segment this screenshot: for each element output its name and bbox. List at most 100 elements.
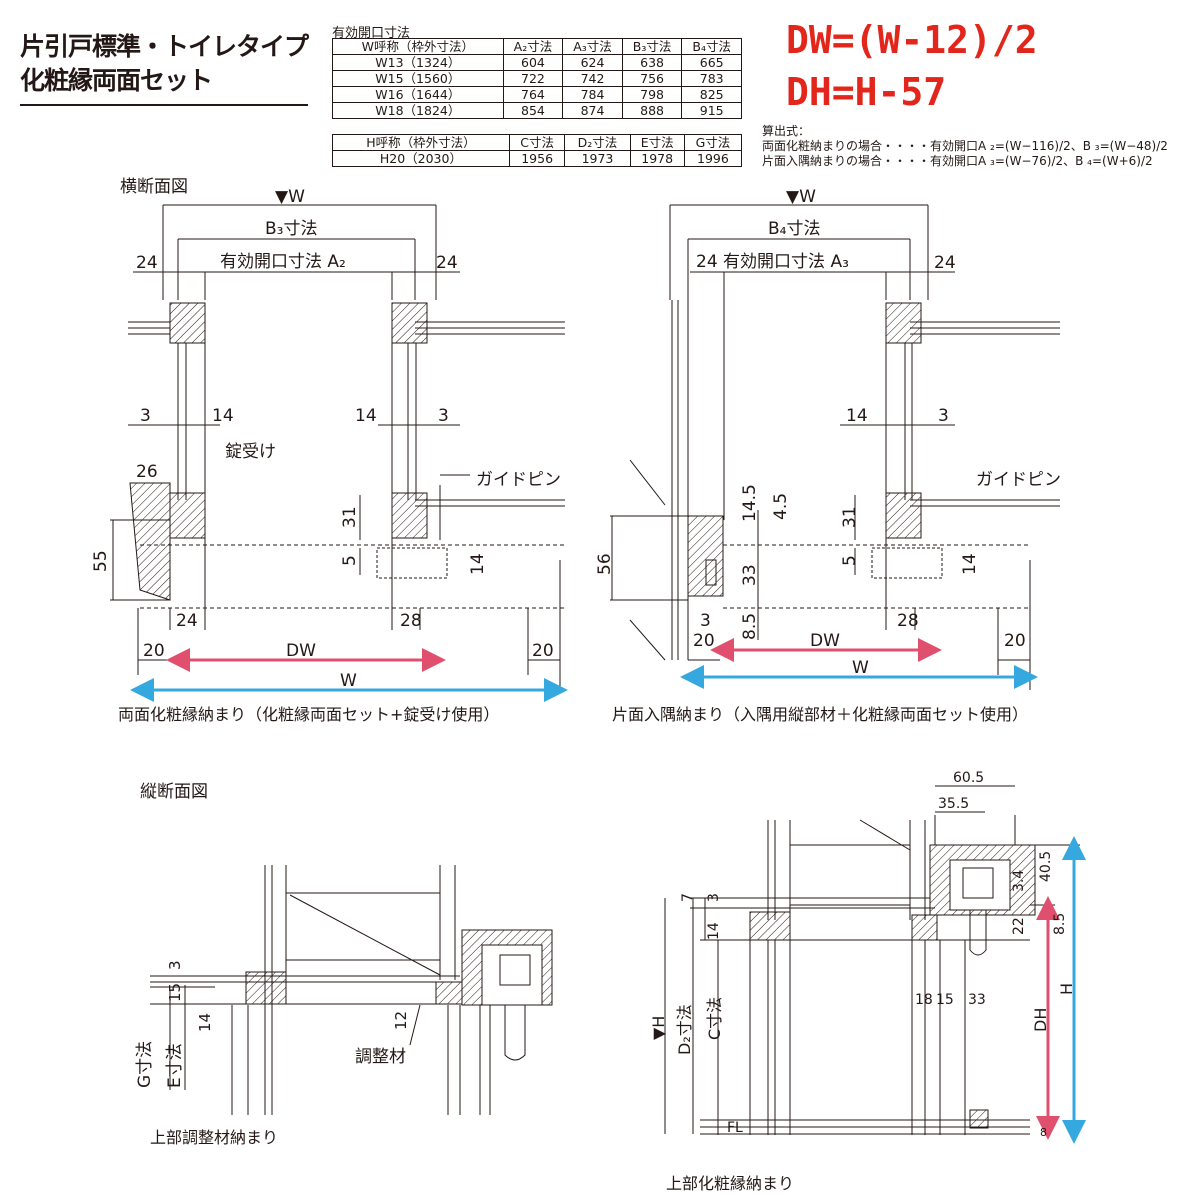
title-line-2: 化粧縁両面セット xyxy=(20,66,213,95)
rp-d31: 31 xyxy=(840,506,860,528)
table-header: B₄寸法 xyxy=(681,38,742,55)
rs-d14: 14 xyxy=(706,922,722,940)
lp-d3b: 3 xyxy=(438,406,449,426)
rp-d145: 14.5 xyxy=(740,484,760,522)
table-cell: 742 xyxy=(562,70,623,87)
rp-d3: 3 xyxy=(938,406,949,426)
rs-d405: 40.5 xyxy=(1038,851,1054,882)
table-row: W16（1644） 764 784 798 825 xyxy=(332,86,742,103)
lp-d31: 31 xyxy=(340,506,360,528)
table-header-row: W呼称（枠外寸法） A₂寸法 A₃寸法 B₃寸法 B₄寸法 xyxy=(332,38,742,55)
table-header: C寸法 xyxy=(508,134,566,151)
table-cell: 874 xyxy=(562,102,623,119)
rp-d24b: 24 xyxy=(934,253,956,273)
left-plan-caption: 両面化粧縁納まり（化粧縁両面セット+錠受け使用） xyxy=(118,705,500,724)
lp-b-label: B₃寸法 xyxy=(265,219,317,239)
left-section-labels: 3 15 14 12 G寸法 E寸法 調整材 xyxy=(135,960,410,1088)
width-spec-table: W呼称（枠外寸法） A₂寸法 A₃寸法 B₃寸法 B₄寸法 W13（1324） … xyxy=(332,38,742,119)
table-cell: 798 xyxy=(621,86,683,103)
rp-d14: 14 xyxy=(846,406,868,426)
rs-d355: 35.5 xyxy=(938,796,969,812)
right-plan-labels: ▼W B₄寸法 24 有効開口寸法 A₃ 24 14 3 ガイドピン 3 28 … xyxy=(595,187,1061,678)
right-section-drawing xyxy=(664,785,1080,1135)
height-spec-table: H呼称（枠外寸法） C寸法 D₂寸法 E寸法 G寸法 H20（2030） 195… xyxy=(332,134,743,167)
table-cell: 854 xyxy=(502,102,564,119)
rs-d33: 33 xyxy=(968,992,986,1008)
rs-d85: 8.5 xyxy=(1052,913,1068,935)
rp-d20b: 20 xyxy=(1004,631,1026,651)
table-header: A₃寸法 xyxy=(562,38,623,55)
rp-d28: 28 xyxy=(897,611,919,631)
dw-formula: DW=(W-12)/2 xyxy=(786,18,1038,62)
horizontal-section-label: 横断面図 xyxy=(120,177,188,197)
lp-d5: 5 xyxy=(340,555,360,566)
ls-e: E寸法 xyxy=(165,1043,185,1088)
lp-d3a: 3 xyxy=(140,406,151,426)
table-header: B₃寸法 xyxy=(621,38,683,55)
ls-d15: 15 xyxy=(166,983,184,1002)
vertical-section-label: 縦断面図 xyxy=(140,782,208,802)
title-divider xyxy=(20,104,308,106)
section-headings: 横断面図 縦断面図 xyxy=(120,177,208,802)
ls-d12: 12 xyxy=(392,1011,410,1030)
rp-d33: 33 xyxy=(740,564,760,586)
table-cell: 915 xyxy=(681,102,742,119)
rs-d7: 7 xyxy=(680,893,696,902)
table-cell: 624 xyxy=(562,54,623,71)
rp-d3b: 3 xyxy=(700,611,711,631)
calc-heading: 算出式： xyxy=(762,124,811,138)
lp-d20b: 20 xyxy=(532,641,554,661)
table-cell: 888 xyxy=(621,102,683,119)
left-plan-labels: ▼W B₃寸法 有効開口寸法 A₂ 24 24 3 14 14 3 錠受け ガイ… xyxy=(91,187,561,691)
table-cell: H20（2030） xyxy=(332,150,510,167)
table-header: D₂寸法 xyxy=(564,134,631,151)
table-row: H20（2030） 1956 1973 1978 1996 xyxy=(332,150,743,167)
rs-hh: H xyxy=(1057,983,1076,995)
rs-fl: FL xyxy=(727,1120,743,1136)
rs-d15: 15 xyxy=(936,992,954,1008)
calc-line-2: 片面入隅納まりの場合・・・・有効開口A ₃=(W−76)/2、B ₄=(W+6)… xyxy=(762,154,1153,168)
table-cell: W15（1560） xyxy=(332,70,504,87)
rp-a-label: 24 有効開口寸法 A₃ xyxy=(696,252,849,272)
table-cell: W18（1824） xyxy=(332,102,504,119)
table-header: W呼称（枠外寸法） xyxy=(332,38,504,55)
rp-d20a: 20 xyxy=(693,631,715,651)
ls-adjust: 調整材 xyxy=(355,1047,406,1067)
table-cell: W13（1324） xyxy=(332,54,504,71)
title-line-1: 片引戸標準・トイレタイプ xyxy=(20,32,309,61)
rp-w: W xyxy=(852,658,869,678)
table-header: A₂寸法 xyxy=(502,38,564,55)
table-cell: 783 xyxy=(681,70,742,87)
rs-d605: 60.5 xyxy=(953,770,984,786)
lp-lock: 錠受け xyxy=(225,442,276,462)
table-cell: 784 xyxy=(562,86,623,103)
rs-d8: 8 xyxy=(1040,1126,1047,1139)
dh-formula: DH=H-57 xyxy=(786,70,947,114)
rp-guide: ガイドピン xyxy=(976,470,1061,490)
rs-dh: DH xyxy=(1031,1008,1050,1032)
rp-d56: 56 xyxy=(595,553,615,575)
table-row: W18（1824） 854 874 888 915 xyxy=(332,102,742,119)
ls-d14: 14 xyxy=(196,1013,214,1032)
left-section-drawing xyxy=(150,865,553,1115)
lp-d14b: 14 xyxy=(355,406,377,426)
right-plan-caption: 片面入隅納まり（入隅用縦部材＋化粧縁両面セット使用） xyxy=(612,705,1029,724)
lp-d24a: 24 xyxy=(136,253,158,273)
rp-b-label: B₄寸法 xyxy=(768,219,820,239)
lp-w-top: ▼W xyxy=(275,187,305,207)
table-header-row: H呼称（枠外寸法） C寸法 D₂寸法 E寸法 G寸法 xyxy=(332,134,743,151)
rp-w-top: ▼W xyxy=(786,187,816,207)
rp-d45: 4.5 xyxy=(771,493,791,520)
table-cell: 1978 xyxy=(629,150,685,167)
rs-d3: 3 xyxy=(706,893,722,902)
table-row: W15（1560） 722 742 756 783 xyxy=(332,70,742,87)
table-cell: 825 xyxy=(681,86,742,103)
rs-h: ▼H xyxy=(649,1016,668,1040)
table-cell: 604 xyxy=(502,54,564,71)
ls-d3: 3 xyxy=(166,960,184,970)
rs-d18: 18 xyxy=(915,992,933,1008)
table-row: W13（1324） 604 624 638 665 xyxy=(332,54,742,71)
rs-d34: 3.4 xyxy=(1011,870,1027,892)
lp-a-label: 有効開口寸法 A₂ xyxy=(220,252,346,272)
lp-w: W xyxy=(340,671,357,691)
